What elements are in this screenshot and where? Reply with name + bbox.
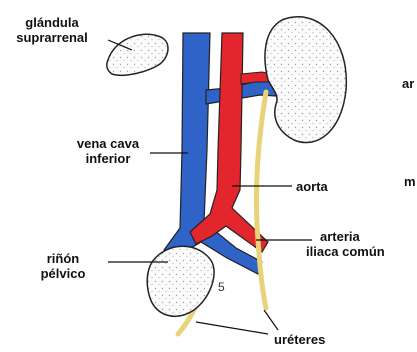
label-iliac: arteria iliaca común	[306, 229, 385, 259]
label-adrenal-line1: glándula	[2, 15, 102, 30]
adrenal-stipple	[107, 34, 168, 75]
label-ivc: vena cava inferior	[66, 136, 150, 166]
number-mark: 5	[218, 280, 225, 295]
ureter-right	[256, 92, 266, 308]
label-pelvic-line2: pélvico	[22, 266, 104, 281]
label-adrenal: glándula suprarrenal	[2, 15, 102, 45]
label-ivc-line1: vena cava	[66, 136, 150, 151]
label-ureters: uréteres	[274, 332, 325, 347]
label-edge-m: m	[404, 174, 416, 189]
leader-ureter-left	[196, 322, 268, 334]
kidney-pelvic-stipple	[147, 246, 214, 316]
label-aorta: aorta	[296, 179, 328, 194]
label-iliac-line1: arteria	[306, 229, 385, 244]
leader-ureter-right	[264, 310, 278, 330]
label-edge-ar: ar	[402, 76, 414, 91]
label-ivc-line2: inferior	[66, 151, 150, 166]
label-iliac-line2: iliaca común	[306, 244, 385, 259]
label-adrenal-line2: suprarrenal	[2, 30, 102, 45]
label-pelvic-kidney: riñón pélvico	[22, 251, 104, 281]
label-pelvic-line1: riñón	[22, 251, 104, 266]
